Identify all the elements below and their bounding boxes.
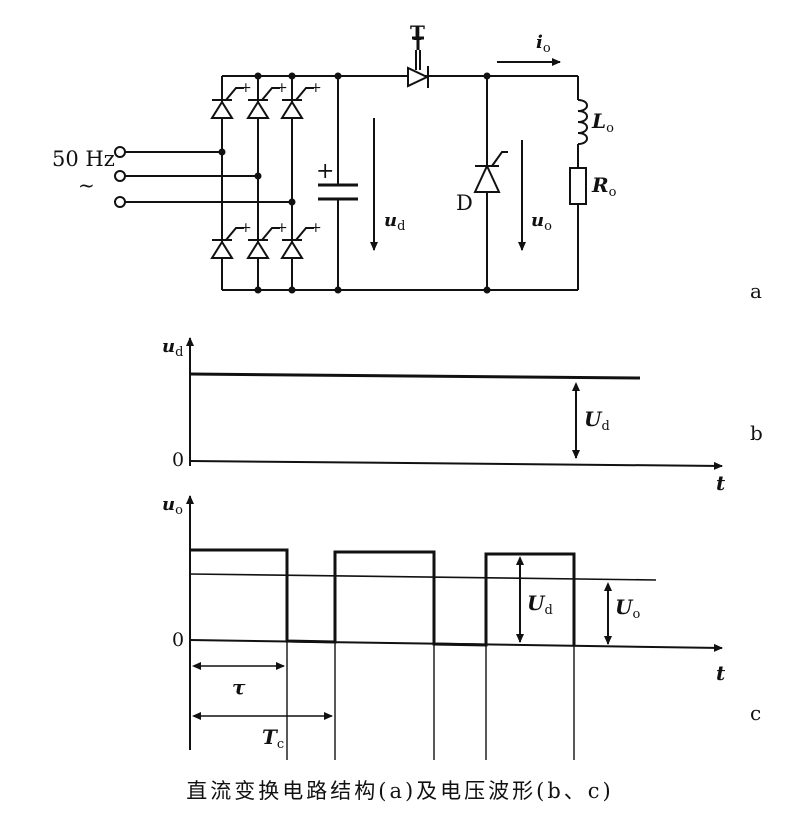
panel-c-origin: 0 (172, 629, 184, 651)
circuit-schematic: + + + + + + (114, 36, 588, 294)
panel-c-waveform: uo 0 t Ud Uo τ Tc c (162, 494, 761, 760)
panel-b-waveform: ud 0 t Ud b (162, 336, 763, 495)
source-frequency-label: 50 Hz (52, 147, 115, 171)
svg-text:+: + (276, 80, 288, 96)
ac-symbol: ~ (78, 173, 95, 197)
panel-b-origin: 0 (172, 449, 184, 471)
freewheel-diode (473, 76, 508, 290)
thyristor-upper-3: + (280, 80, 322, 119)
switch-label: T (410, 21, 425, 45)
thyristor-upper-1: + (210, 80, 252, 119)
svg-text:+: + (240, 220, 252, 236)
tau-label: τ (232, 675, 246, 699)
svg-text:+: + (310, 80, 322, 96)
panel-b-y-label: ud (162, 336, 183, 360)
panel-c-y-label: uo (162, 494, 183, 518)
panel-a-tag: a (750, 279, 762, 303)
capacitor-plus: + (316, 159, 334, 184)
thyristor-lower-3: + (280, 220, 322, 259)
ud-level-line (189, 372, 641, 380)
load-branch (569, 76, 588, 290)
ud-pulse-label: Ud (527, 591, 553, 618)
inductor-label: Lo (591, 109, 614, 136)
panel-b-x-label: t (716, 471, 726, 495)
panel-c-tag: c (750, 701, 761, 725)
figure-caption: 直流变换电路结构(a)及电压波形(b、c) (186, 779, 614, 803)
filter-capacitor (318, 76, 358, 290)
ud-level-label: Ud (584, 407, 610, 434)
thyristor-upper-2: + (246, 80, 288, 119)
svg-text:+: + (240, 80, 252, 96)
circuit-labels: 50 Hz ~ + ud T io D uo Lo Ro a (52, 21, 762, 303)
diode-label: D (456, 191, 473, 215)
svg-text:+: + (310, 220, 322, 236)
io-label: io (536, 32, 551, 56)
resistor-label: Ro (591, 173, 617, 200)
uo-average-line (189, 573, 657, 581)
uo-average-label: Uo (615, 595, 640, 622)
ud-label: ud (384, 210, 405, 234)
panel-b-tag: b (750, 421, 763, 445)
panel-b-x-axis (189, 460, 723, 470)
svg-text:+: + (276, 220, 288, 236)
switch-thyristor (407, 36, 430, 88)
thyristor-lower-1: + (210, 220, 252, 259)
panel-c-x-label: t (716, 661, 726, 685)
period-label: Tc (262, 725, 284, 752)
thyristor-lower-2: + (246, 220, 288, 259)
uo-label: uo (531, 210, 552, 234)
uo-pulse-train (190, 548, 576, 647)
